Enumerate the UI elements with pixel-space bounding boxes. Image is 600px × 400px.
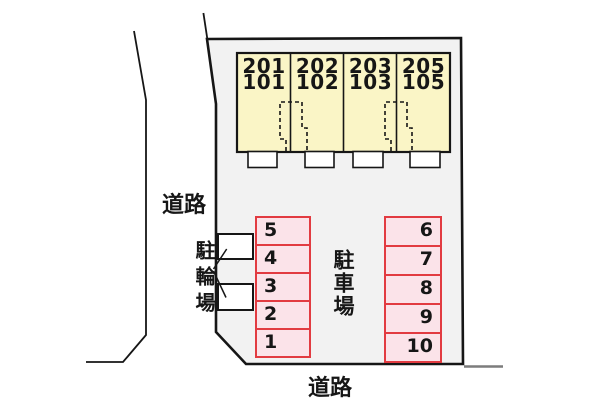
unit-label-201-101: 201 101 bbox=[237, 54, 291, 97]
unit-upper-number: 203 bbox=[348, 54, 393, 78]
bicycle-space-box bbox=[217, 233, 254, 260]
road-edge-top-extension bbox=[202, 12, 209, 41]
parking-space-7: 7 bbox=[384, 245, 442, 276]
road-edge-left bbox=[86, 30, 147, 363]
unit-upper-number: 202 bbox=[295, 54, 340, 78]
unit-upper-number: 205 bbox=[401, 54, 446, 78]
unit-upper-number: 201 bbox=[242, 54, 286, 78]
bicycle-space-box bbox=[217, 283, 254, 311]
stair-dashed-outline bbox=[384, 101, 413, 151]
parking-area-label: 駐車場 bbox=[331, 249, 355, 318]
parking-space-6: 6 bbox=[384, 216, 442, 247]
unit-lower-number: 105 bbox=[401, 69, 446, 94]
entrance-box bbox=[304, 150, 335, 169]
unit-label-202-102: 202 102 bbox=[291, 54, 344, 97]
parking-space-8: 8 bbox=[384, 274, 442, 305]
parking-space-3: 3 bbox=[255, 272, 311, 302]
entrance-box bbox=[352, 150, 384, 169]
parking-space-4: 4 bbox=[255, 244, 311, 274]
road-label-left: 道路 bbox=[161, 193, 206, 218]
parking-space-2: 2 bbox=[255, 300, 311, 330]
stair-dashed-outline bbox=[279, 101, 308, 151]
unit-label-203-103: 203 103 bbox=[344, 54, 397, 97]
unit-lower-number: 102 bbox=[295, 69, 340, 94]
entrance-box bbox=[247, 150, 278, 169]
parking-space-10: 10 bbox=[384, 332, 442, 363]
bicycle-parking-label: 駐輪場 bbox=[192, 240, 216, 318]
road-label-bottom: 道路 bbox=[307, 376, 352, 400]
unit-lower-number: 101 bbox=[242, 69, 286, 94]
unit-label-205-105: 205 105 bbox=[397, 54, 450, 97]
parking-space-5: 5 bbox=[255, 216, 311, 246]
entrance-box bbox=[409, 150, 441, 169]
bicycle-pointer-line bbox=[212, 248, 228, 270]
parking-space-1: 1 bbox=[255, 328, 311, 358]
unit-lower-number: 103 bbox=[348, 69, 393, 94]
bicycle-pointer-line bbox=[212, 270, 227, 298]
parking-space-9: 9 bbox=[384, 303, 442, 334]
